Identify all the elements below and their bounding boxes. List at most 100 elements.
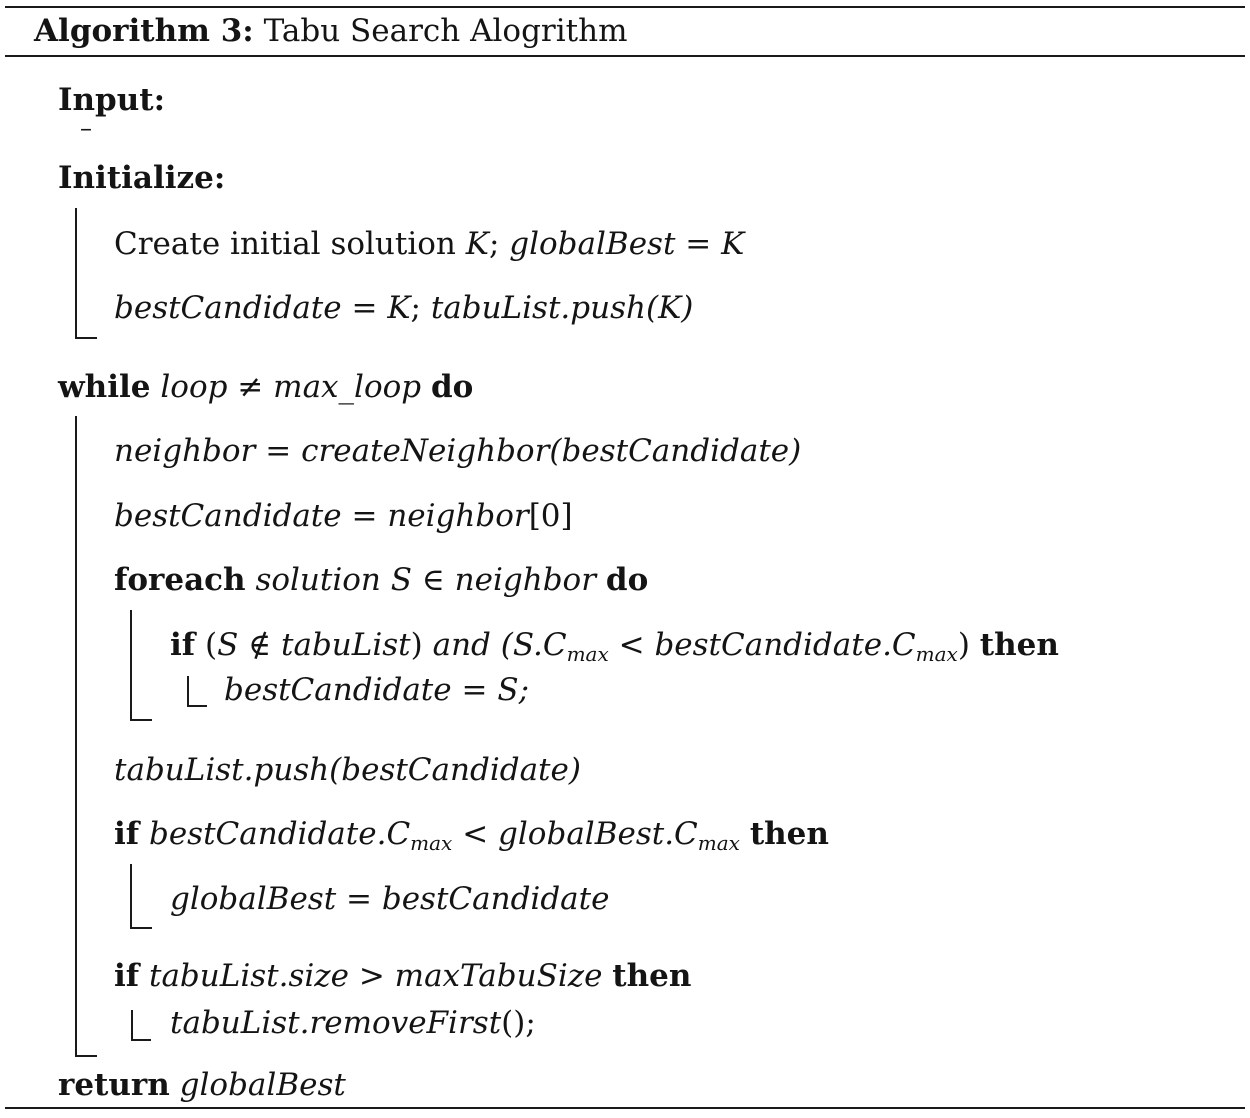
init-var-k-3: K — [387, 290, 411, 326]
foreach-then-keyword: then — [979, 627, 1059, 663]
cond2-close: ) — [957, 627, 970, 663]
assign-s: S; — [497, 672, 530, 708]
foreach-block-foot — [130, 719, 152, 721]
cond2-lt: < — [618, 627, 645, 663]
create-neighbor-call: createNeighbor — [301, 433, 550, 469]
neighbor-var: neighbor — [114, 433, 256, 469]
foreach-assign-line: bestCandidate = S; — [224, 670, 529, 710]
tabulist-push-arg: (bestCandidate) — [329, 752, 581, 788]
assign-eq: = — [461, 672, 488, 708]
cond2-bestcandidate: bestCandidate.C — [654, 627, 916, 663]
if-size-then-keyword: then — [612, 958, 692, 994]
init-tabulist-push: tabuList.push — [430, 290, 646, 326]
foreach-keyword: foreach — [114, 562, 246, 598]
if-size-rhs: maxTabuSize — [394, 958, 603, 994]
cond1-s: S — [217, 627, 239, 663]
cond2-sub-max-2: max — [915, 642, 958, 666]
best-candidate-statement: bestCandidate = neighbor[0] — [114, 496, 573, 536]
if-global-rhs: globalBest.C — [498, 816, 698, 852]
neighbor-eq: = — [265, 433, 292, 469]
init-eq-1: = — [685, 226, 712, 262]
create-neighbor-arg: (bestCandidate) — [549, 433, 802, 469]
init-var-bestcandidate: bestCandidate — [114, 290, 342, 326]
cond1-tabulist: tabuList — [281, 627, 411, 663]
if-size-gt: > — [358, 958, 385, 994]
input-value: – — [80, 114, 92, 142]
cond1-notin: ∉ — [248, 627, 272, 663]
if-size-foot — [131, 1039, 151, 1041]
foreach-block-bar — [130, 610, 132, 720]
foreach-if-bar — [187, 676, 189, 706]
if-global-rhs-sub: max — [697, 831, 740, 855]
cond1-open: ( — [204, 627, 218, 663]
tabulist-push-statement: tabuList.push(bestCandidate) — [114, 750, 581, 790]
if-global-foot — [130, 927, 152, 929]
return-line: return globalBest — [58, 1065, 346, 1105]
cond1-close: ) — [410, 627, 423, 663]
tabulist-push-call: tabuList.push — [114, 752, 330, 788]
while-var-maxloop: max_loop — [273, 369, 422, 405]
init-sep-2: ; — [410, 290, 421, 326]
while-keyword: while — [58, 369, 151, 405]
best-candidate-neighbor: neighbor — [387, 498, 529, 534]
foreach-in: ∈ — [421, 562, 445, 598]
global-best-var: globalBest — [170, 881, 337, 917]
init-sep-1: ; — [488, 226, 500, 262]
init-statement-2: bestCandidate = K; tabuList.push(K) — [114, 288, 693, 328]
cond2-open: (S.C — [500, 627, 567, 663]
remove-first-call: tabuList.removeFirst — [170, 1005, 502, 1041]
foreach-if-keyword: if — [170, 627, 196, 663]
init-create-text: Create initial solution — [114, 226, 456, 262]
if-global-then-keyword: then — [749, 816, 829, 852]
foreach-var-neighbor: neighbor — [454, 562, 597, 598]
init-statement-1: Create initial solution K; globalBest = … — [114, 224, 744, 264]
input-keyword: Input: — [58, 82, 166, 118]
bottom-rule — [5, 1107, 1245, 1109]
init-eq-2: = — [351, 290, 378, 326]
while-var-loop: loop — [160, 369, 228, 405]
init-var-globalbest: globalBest — [509, 226, 676, 262]
best-candidate-var: bestCandidate — [114, 498, 342, 534]
if-global-line: if bestCandidate.Cmax < globalBest.Cmax … — [114, 814, 829, 854]
caption-title: Tabu Search Alogrithm — [263, 13, 628, 49]
initialize-block-bar — [75, 208, 77, 338]
caption-rule — [5, 55, 1245, 57]
if-global-keyword: if — [114, 816, 140, 852]
if-size-line: if tabuList.size > maxTabuSize then — [114, 956, 691, 996]
foreach-var-solution: solution S — [255, 562, 412, 598]
caption-label: Algorithm 3: — [34, 13, 254, 49]
foreach-line: foreach solution S ∈ neighbor do — [114, 560, 648, 600]
if-global-body: globalBest = bestCandidate — [170, 879, 609, 919]
input-line: Input: — [58, 80, 165, 120]
if-global-lhs-sub: max — [410, 831, 453, 855]
if-size-lhs: tabuList.size — [148, 958, 349, 994]
foreach-if-line: if (S ∉ tabuList) and (S.Cmax < bestCand… — [170, 625, 1059, 665]
global-best-eq: = — [346, 881, 372, 917]
initialize-block-foot — [75, 337, 97, 339]
cond2-sub-max: max — [566, 642, 609, 666]
while-block-foot — [75, 1055, 97, 1057]
initialize-keyword: Initialize: — [58, 160, 226, 196]
assign-bestcandidate: bestCandidate — [224, 672, 452, 708]
if-size-keyword: if — [114, 958, 140, 994]
if-size-body: tabuList.removeFirst(); — [170, 1003, 536, 1043]
while-do-keyword: do — [430, 369, 474, 405]
top-rule — [5, 6, 1245, 8]
foreach-do-keyword: do — [605, 562, 649, 598]
foreach-if-foot — [187, 705, 207, 707]
init-var-k-2: K — [721, 226, 745, 262]
cond-and: and — [432, 627, 491, 663]
if-size-bar — [131, 1010, 133, 1040]
return-value: globalBest — [179, 1067, 346, 1103]
if-global-bar — [130, 864, 132, 928]
global-best-val: bestCandidate — [381, 881, 610, 917]
best-candidate-eq: = — [351, 498, 378, 534]
while-line: while loop ≠ max_loop do — [58, 367, 473, 407]
remove-first-tail: (); — [501, 1005, 536, 1041]
initialize-line: Initialize: — [58, 158, 225, 198]
init-var-k: K — [465, 226, 489, 262]
algorithm-caption: Algorithm 3: Tabu Search Alogrithm — [34, 11, 627, 51]
init-push-arg: (K) — [645, 290, 694, 326]
neighbor-statement: neighbor = createNeighbor(bestCandidate) — [114, 431, 801, 471]
